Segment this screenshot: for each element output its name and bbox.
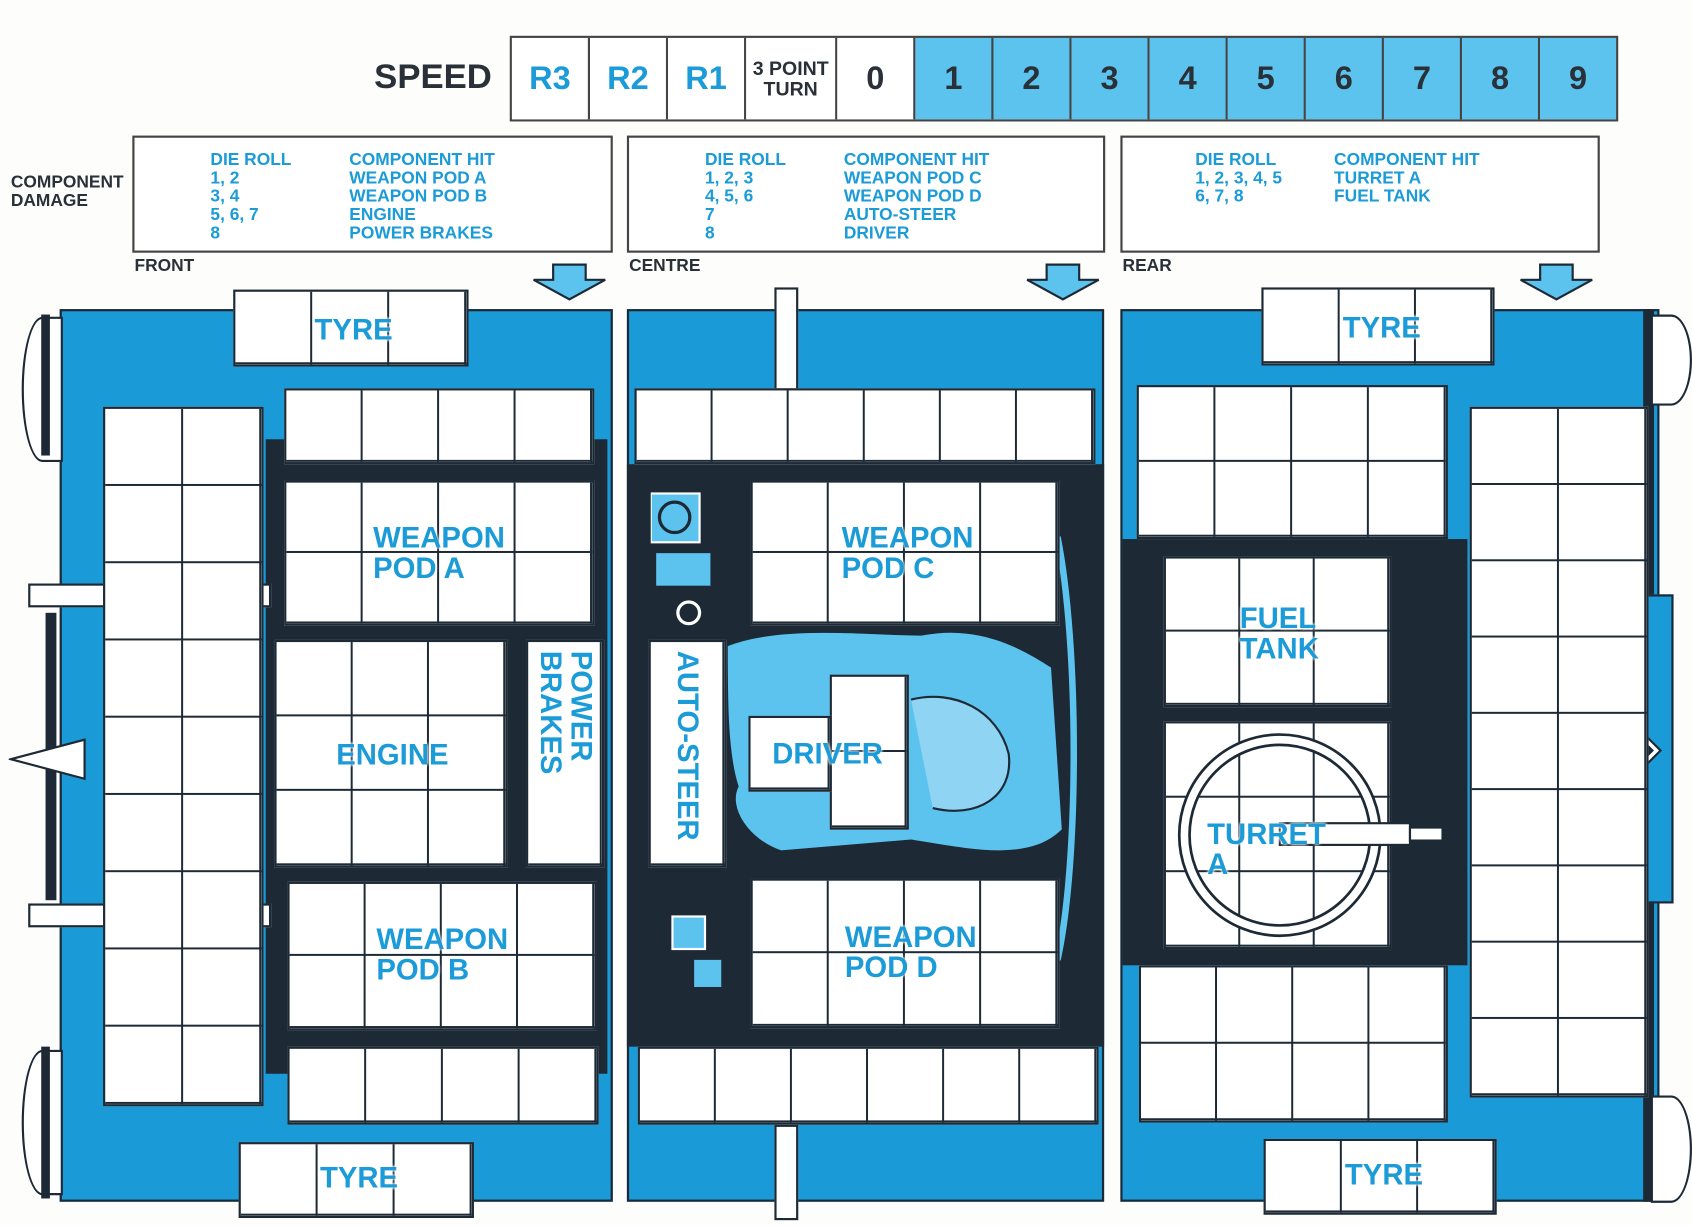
component-hit-header: COMPONENT HIT xyxy=(349,150,495,170)
driver-box-upper[interactable] xyxy=(829,674,909,830)
weapon-pod-d-label: WEAPON POD D xyxy=(844,920,977,984)
tyre-front-left[interactable] xyxy=(233,289,469,367)
component-hit-column: COMPONENT HIT WEAPON POD C WEAPON POD D … xyxy=(844,151,990,243)
die-roll-header: DIE ROLL xyxy=(704,150,786,170)
centre-damage-table: DIE ROLL 1, 2, 3 4, 5, 6 7 8 COMPONENT H… xyxy=(626,135,1106,253)
armor-front-top[interactable] xyxy=(284,388,595,465)
component-hit: AUTO-STEER xyxy=(843,206,957,225)
tyre-label: TYRE xyxy=(319,1161,399,1195)
die-roll: 4, 5, 6 xyxy=(704,187,754,207)
speed-cell-r2[interactable]: R2 xyxy=(590,37,669,120)
tyre-label: TYRE xyxy=(1342,311,1421,344)
component-hit-column: COMPONENT HIT TURRET A FUEL TANK xyxy=(1334,151,1480,206)
fuel-tank[interactable] xyxy=(1163,556,1392,708)
die-roll-header: DIE ROLL xyxy=(1195,150,1277,170)
weapon-pod-d[interactable] xyxy=(750,878,1060,1029)
component-hit: FUEL TANK xyxy=(1334,187,1431,207)
speed-cell-0[interactable]: 0 xyxy=(837,37,916,120)
engine-label: ENGINE xyxy=(336,738,449,772)
speed-cell-r1[interactable]: R1 xyxy=(668,37,747,120)
component-hit-header: COMPONENT HIT xyxy=(843,150,990,170)
armor-rear-top[interactable] xyxy=(1136,385,1448,540)
die-roll: 7 xyxy=(704,206,715,225)
arrow-down-icon xyxy=(533,263,606,301)
speed-track: R3 R2 R1 3 POINT TURN 0 1 2 3 4 5 6 7 8 … xyxy=(509,35,1619,122)
armor-centre-bottom[interactable] xyxy=(637,1046,1099,1125)
wheel-icon xyxy=(1650,314,1692,406)
ram-spike-icon xyxy=(8,738,86,781)
auto-steer[interactable] xyxy=(648,639,727,868)
component-hit: ENGINE xyxy=(349,206,416,225)
speed-cell-5[interactable]: 5 xyxy=(1227,37,1306,120)
component-hit: WEAPON POD A xyxy=(349,169,487,188)
speed-cell-2[interactable]: 2 xyxy=(993,37,1072,120)
engine[interactable] xyxy=(274,639,508,868)
speed-cell-8[interactable]: 8 xyxy=(1462,37,1541,120)
weapon-pod-a[interactable] xyxy=(284,480,595,626)
weapon-pod-a-label: WEAPON POD A xyxy=(373,521,505,585)
speed-cell-9[interactable]: 9 xyxy=(1540,37,1617,120)
tyre-label: TYRE xyxy=(1344,1158,1424,1191)
fuel-tank-label: FUEL TANK xyxy=(1239,601,1319,665)
driver-illustration xyxy=(650,492,1077,987)
component-hit-header: COMPONENT HIT xyxy=(1334,150,1480,170)
weapon-pod-c-label: WEAPON POD C xyxy=(841,521,974,585)
speed-cell-4[interactable]: 4 xyxy=(1149,37,1228,120)
driver-label: DRIVER xyxy=(772,737,883,771)
speed-cell-r3[interactable]: R3 xyxy=(511,37,591,120)
speed-cell-1[interactable]: 1 xyxy=(915,37,994,120)
front-section-label: FRONT xyxy=(134,257,195,276)
turret-ring-icon xyxy=(1177,733,1444,938)
die-roll: 5, 6, 7 xyxy=(210,206,259,225)
die-roll: 1, 2 xyxy=(210,169,240,188)
speed-cell-7[interactable]: 7 xyxy=(1383,37,1463,120)
die-roll-column: DIE ROLL 1, 2 3, 4 5, 6, 7 8 xyxy=(210,151,291,243)
front-damage-table: DIE ROLL 1, 2 3, 4 5, 6, 7 8 COMPONENT H… xyxy=(132,135,613,253)
tyre-rear-left[interactable] xyxy=(1261,287,1495,366)
speed-cell-6[interactable]: 6 xyxy=(1305,37,1384,120)
armor-centre-top[interactable] xyxy=(634,388,1096,465)
component-hit: WEAPON POD B xyxy=(349,187,488,207)
rear-damage-table: DIE ROLL 1, 2, 3, 4, 5 6, 7, 8 COMPONENT… xyxy=(1120,135,1600,253)
weapon-pod-b[interactable] xyxy=(287,881,597,1031)
die-roll: 1, 2, 3 xyxy=(704,169,754,188)
component-hit: WEAPON POD C xyxy=(843,169,982,188)
weapon-pod-b-label: WEAPON POD B xyxy=(376,922,509,986)
tyre-label: TYRE xyxy=(314,313,393,346)
wheel-icon xyxy=(1650,1095,1692,1203)
component-hit: POWER BRAKES xyxy=(349,224,493,243)
tyre-rear-right[interactable] xyxy=(1263,1138,1497,1215)
speed-cell-3[interactable]: 3 xyxy=(1071,37,1150,120)
component-hit: WEAPON POD D xyxy=(843,187,982,207)
die-roll: 8 xyxy=(210,224,221,243)
weapon-pod-c[interactable] xyxy=(750,480,1060,626)
arrow-down-icon xyxy=(1026,263,1100,301)
speed-cell-3-point-turn[interactable]: 3 POINT TURN xyxy=(746,37,838,120)
tyre-front-right[interactable] xyxy=(238,1142,474,1219)
component-hit: TURRET A xyxy=(1334,169,1422,188)
component-damage-label: COMPONENT DAMAGE xyxy=(10,173,124,211)
speed-label: SPEED xyxy=(374,56,492,96)
auto-steer-label: AUTO-STEER xyxy=(671,650,704,841)
die-roll: 8 xyxy=(704,224,715,243)
die-roll-header: DIE ROLL xyxy=(210,150,292,170)
component-hit: DRIVER xyxy=(843,224,910,243)
die-roll: 1, 2, 3, 4, 5 xyxy=(1195,169,1283,188)
power-brakes[interactable] xyxy=(526,639,605,868)
component-hit-column: COMPONENT HIT WEAPON POD A WEAPON POD B … xyxy=(349,151,495,243)
armor-front-bottom[interactable] xyxy=(287,1046,599,1125)
arrow-down-icon xyxy=(1520,263,1593,301)
power-brakes-label: POWER BRAKES xyxy=(534,650,598,775)
die-roll: 3, 4 xyxy=(210,187,240,207)
die-roll-column: DIE ROLL 1, 2, 3, 4, 5 6, 7, 8 xyxy=(1195,151,1282,206)
die-roll-column: DIE ROLL 1, 2, 3 4, 5, 6 7 8 xyxy=(705,151,786,243)
centre-section-label: CENTRE xyxy=(629,257,701,276)
armor-front[interactable] xyxy=(103,406,264,1107)
armor-rear-bottom[interactable] xyxy=(1138,965,1448,1123)
turret-a-label: TURRET A xyxy=(1207,817,1326,881)
rear-section-label: REAR xyxy=(1122,257,1172,276)
die-roll: 6, 7, 8 xyxy=(1195,187,1244,207)
armor-rear[interactable] xyxy=(1469,406,1649,1098)
driver[interactable] xyxy=(748,715,832,792)
